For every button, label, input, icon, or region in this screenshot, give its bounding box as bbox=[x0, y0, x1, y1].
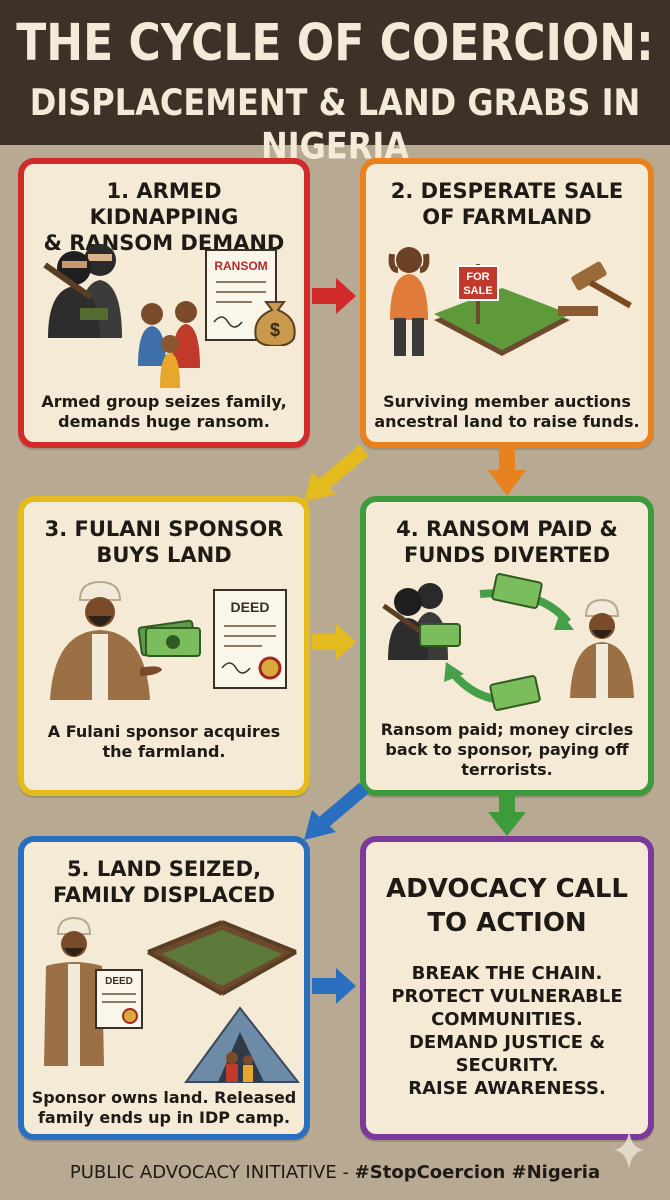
arrow-step1-to-step2 bbox=[312, 278, 356, 314]
arrow-step3-to-step4 bbox=[312, 624, 356, 660]
page-subtitle: DISPLACEMENT & LAND GRABS IN NIGERIA bbox=[29, 80, 641, 168]
step-3-caption: A Fulani sponsor acquires the farmland. bbox=[47, 722, 281, 761]
deed-label: DEED bbox=[105, 976, 133, 987]
advocacy-line: PROTECT VULNERABLE bbox=[391, 986, 623, 1007]
step-4-title: 4. RANSOM PAID & FUNDS DIVERTED bbox=[396, 517, 618, 567]
sponsor-icon bbox=[50, 580, 162, 700]
for-sale-label-1: FOR bbox=[466, 271, 489, 283]
arrow-step5-to-advocacy bbox=[312, 968, 356, 1004]
step-3-title: 3. FULANI SPONSOR BUYS LAND bbox=[44, 517, 284, 567]
cash-icon bbox=[137, 619, 201, 657]
farmland-icon: FOR SALE bbox=[434, 264, 570, 356]
advocacy-line: BREAK THE CHAIN. bbox=[411, 963, 603, 984]
deed-label: DEED bbox=[231, 599, 270, 615]
step-5-caption: Sponsor owns land. Released family ends … bbox=[31, 1088, 297, 1127]
step-2-caption: Surviving member auctions ancestral land… bbox=[374, 392, 640, 431]
arrow-step4-to-step5 bbox=[304, 782, 369, 840]
step-1-caption: Armed group seizes family, demands huge … bbox=[41, 392, 287, 431]
advocacy-title: ADVOCACY CALL TO ACTION bbox=[386, 874, 628, 938]
footer-hashtags: #StopCoercion #Nigeria bbox=[354, 1162, 601, 1183]
advocacy-line: DEMAND JUSTICE & bbox=[408, 1032, 606, 1053]
sponsor-icon bbox=[570, 598, 634, 698]
step-2-title: 2. DESPERATE SALE OF FARMLAND bbox=[390, 179, 624, 229]
advocacy-body: BREAK THE CHAIN. PROTECT VULNERABLE COMM… bbox=[376, 962, 638, 1100]
step-5-title: 5. LAND SEIZED, FAMILY DISPLACED bbox=[52, 857, 276, 907]
step-1-card: 1. ARMED KIDNAPPING & RANSOM DEMAND RANS… bbox=[18, 158, 310, 448]
gavel-icon bbox=[558, 261, 632, 316]
advocacy-line: COMMUNITIES. bbox=[431, 1009, 583, 1030]
sparkle-icon bbox=[614, 1130, 644, 1170]
for-sale-label-2: SALE bbox=[463, 285, 492, 297]
advocacy-card: ADVOCACY CALL TO ACTION BREAK THE CHAIN.… bbox=[360, 836, 654, 1140]
svg-text:$: $ bbox=[270, 320, 280, 340]
advocacy-line: SECURITY. bbox=[455, 1055, 559, 1076]
fenced-field-icon bbox=[147, 920, 297, 996]
deed-icon: DEED bbox=[213, 589, 287, 689]
deed-icon: DEED bbox=[95, 969, 143, 1029]
armed-men-icon bbox=[43, 244, 122, 338]
arrow-step2-to-step3 bbox=[304, 444, 369, 502]
step-4-card: 4. RANSOM PAID & FUNDS DIVERTED Ransom p… bbox=[360, 496, 654, 796]
money-bag-icon: $ bbox=[254, 301, 296, 346]
header-banner: THE CYCLE OF COERCION: DISPLACEMENT & LA… bbox=[0, 0, 670, 168]
sponsor-icon bbox=[44, 916, 104, 1066]
tent-icon bbox=[184, 1006, 301, 1083]
page-title: THE CYCLE OF COERCION: bbox=[16, 14, 654, 73]
advocacy-line: RAISE AWARENESS. bbox=[408, 1078, 606, 1099]
arrow-step2-to-step4 bbox=[488, 448, 526, 496]
ransom-note-label: RANSOM bbox=[214, 259, 267, 273]
step-3-card: 3. FULANI SPONSOR BUYS LAND DEED A Fulan… bbox=[18, 496, 310, 796]
step-2-card: 2. DESPERATE SALE OF FARMLAND FOR SALE S… bbox=[360, 158, 654, 448]
footer: PUBLIC ADVOCACY INITIATIVE - #StopCoerci… bbox=[0, 1162, 670, 1183]
distressed-man-icon bbox=[388, 247, 430, 356]
cash-cycle-icon bbox=[419, 573, 574, 711]
step-4-caption: Ransom paid; money circles back to spons… bbox=[380, 720, 634, 779]
footer-org: PUBLIC ADVOCACY INITIATIVE - bbox=[69, 1162, 355, 1183]
step-5-card: 5. LAND SEIZED, FAMILY DISPLACED DEED Sp… bbox=[18, 836, 310, 1140]
family-icon bbox=[138, 301, 200, 388]
arrow-step4-to-advocacy bbox=[488, 792, 526, 836]
